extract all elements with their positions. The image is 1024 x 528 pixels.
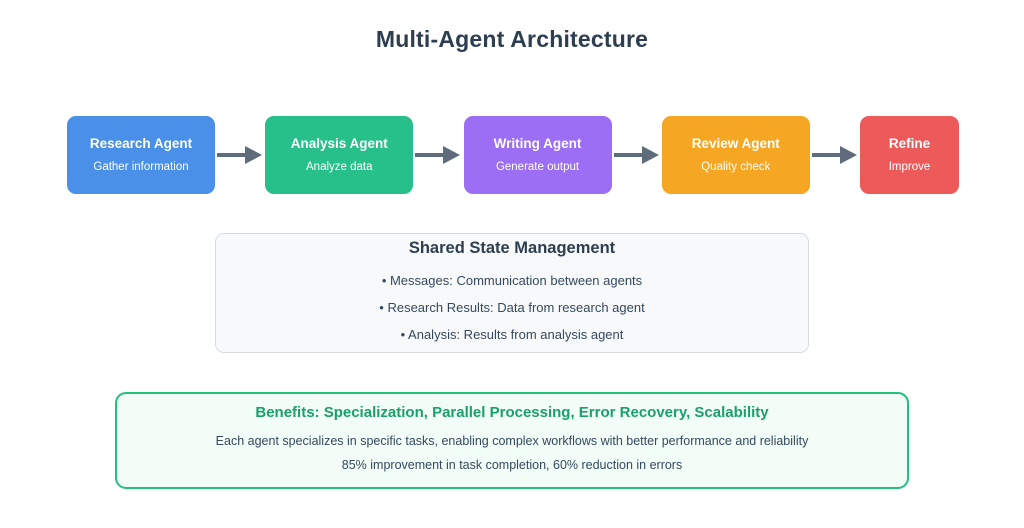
flow-arrow-icon	[613, 146, 660, 164]
benefits-line: Each agent specializes in specific tasks…	[215, 433, 809, 448]
agent-box-description: Quality check	[701, 160, 771, 173]
agent-box-title: Analysis Agent	[290, 135, 388, 151]
agent-box-title: Review Agent	[691, 135, 780, 151]
flow-arrow-icon	[415, 146, 461, 164]
shared-state-heading: Shared State Management	[408, 238, 616, 257]
benefits-heading: Benefits: Specialization, Parallel Proce…	[255, 403, 769, 421]
shared-state-item: • Analysis: Results from analysis agent	[400, 326, 624, 342]
benefits-panel: Benefits: Specialization, Parallel Proce…	[115, 392, 909, 489]
agent-box-description: Generate output	[495, 160, 580, 173]
agent-box-description: Gather information	[93, 160, 189, 173]
agent-box-title: Refine	[888, 135, 931, 151]
flow-arrow-icon	[217, 146, 263, 164]
agent-box-title: Research Agent	[89, 135, 193, 151]
agent-box-title: Writing Agent	[493, 135, 582, 151]
shared-state-panel: Shared State Management • Messages: Comm…	[215, 233, 809, 353]
agent-box-description: Analyze data	[306, 160, 373, 173]
shared-state-item: • Messages: Communication between agents	[381, 272, 643, 288]
shared-state-item: • Research Results: Data from research a…	[379, 299, 645, 315]
benefits-line: 85% improvement in task completion, 60% …	[341, 458, 683, 472]
page-title: Multi-Agent Architecture	[375, 26, 649, 52]
flow-arrow-icon	[811, 146, 858, 164]
agent-box-description: Improve	[888, 160, 931, 173]
